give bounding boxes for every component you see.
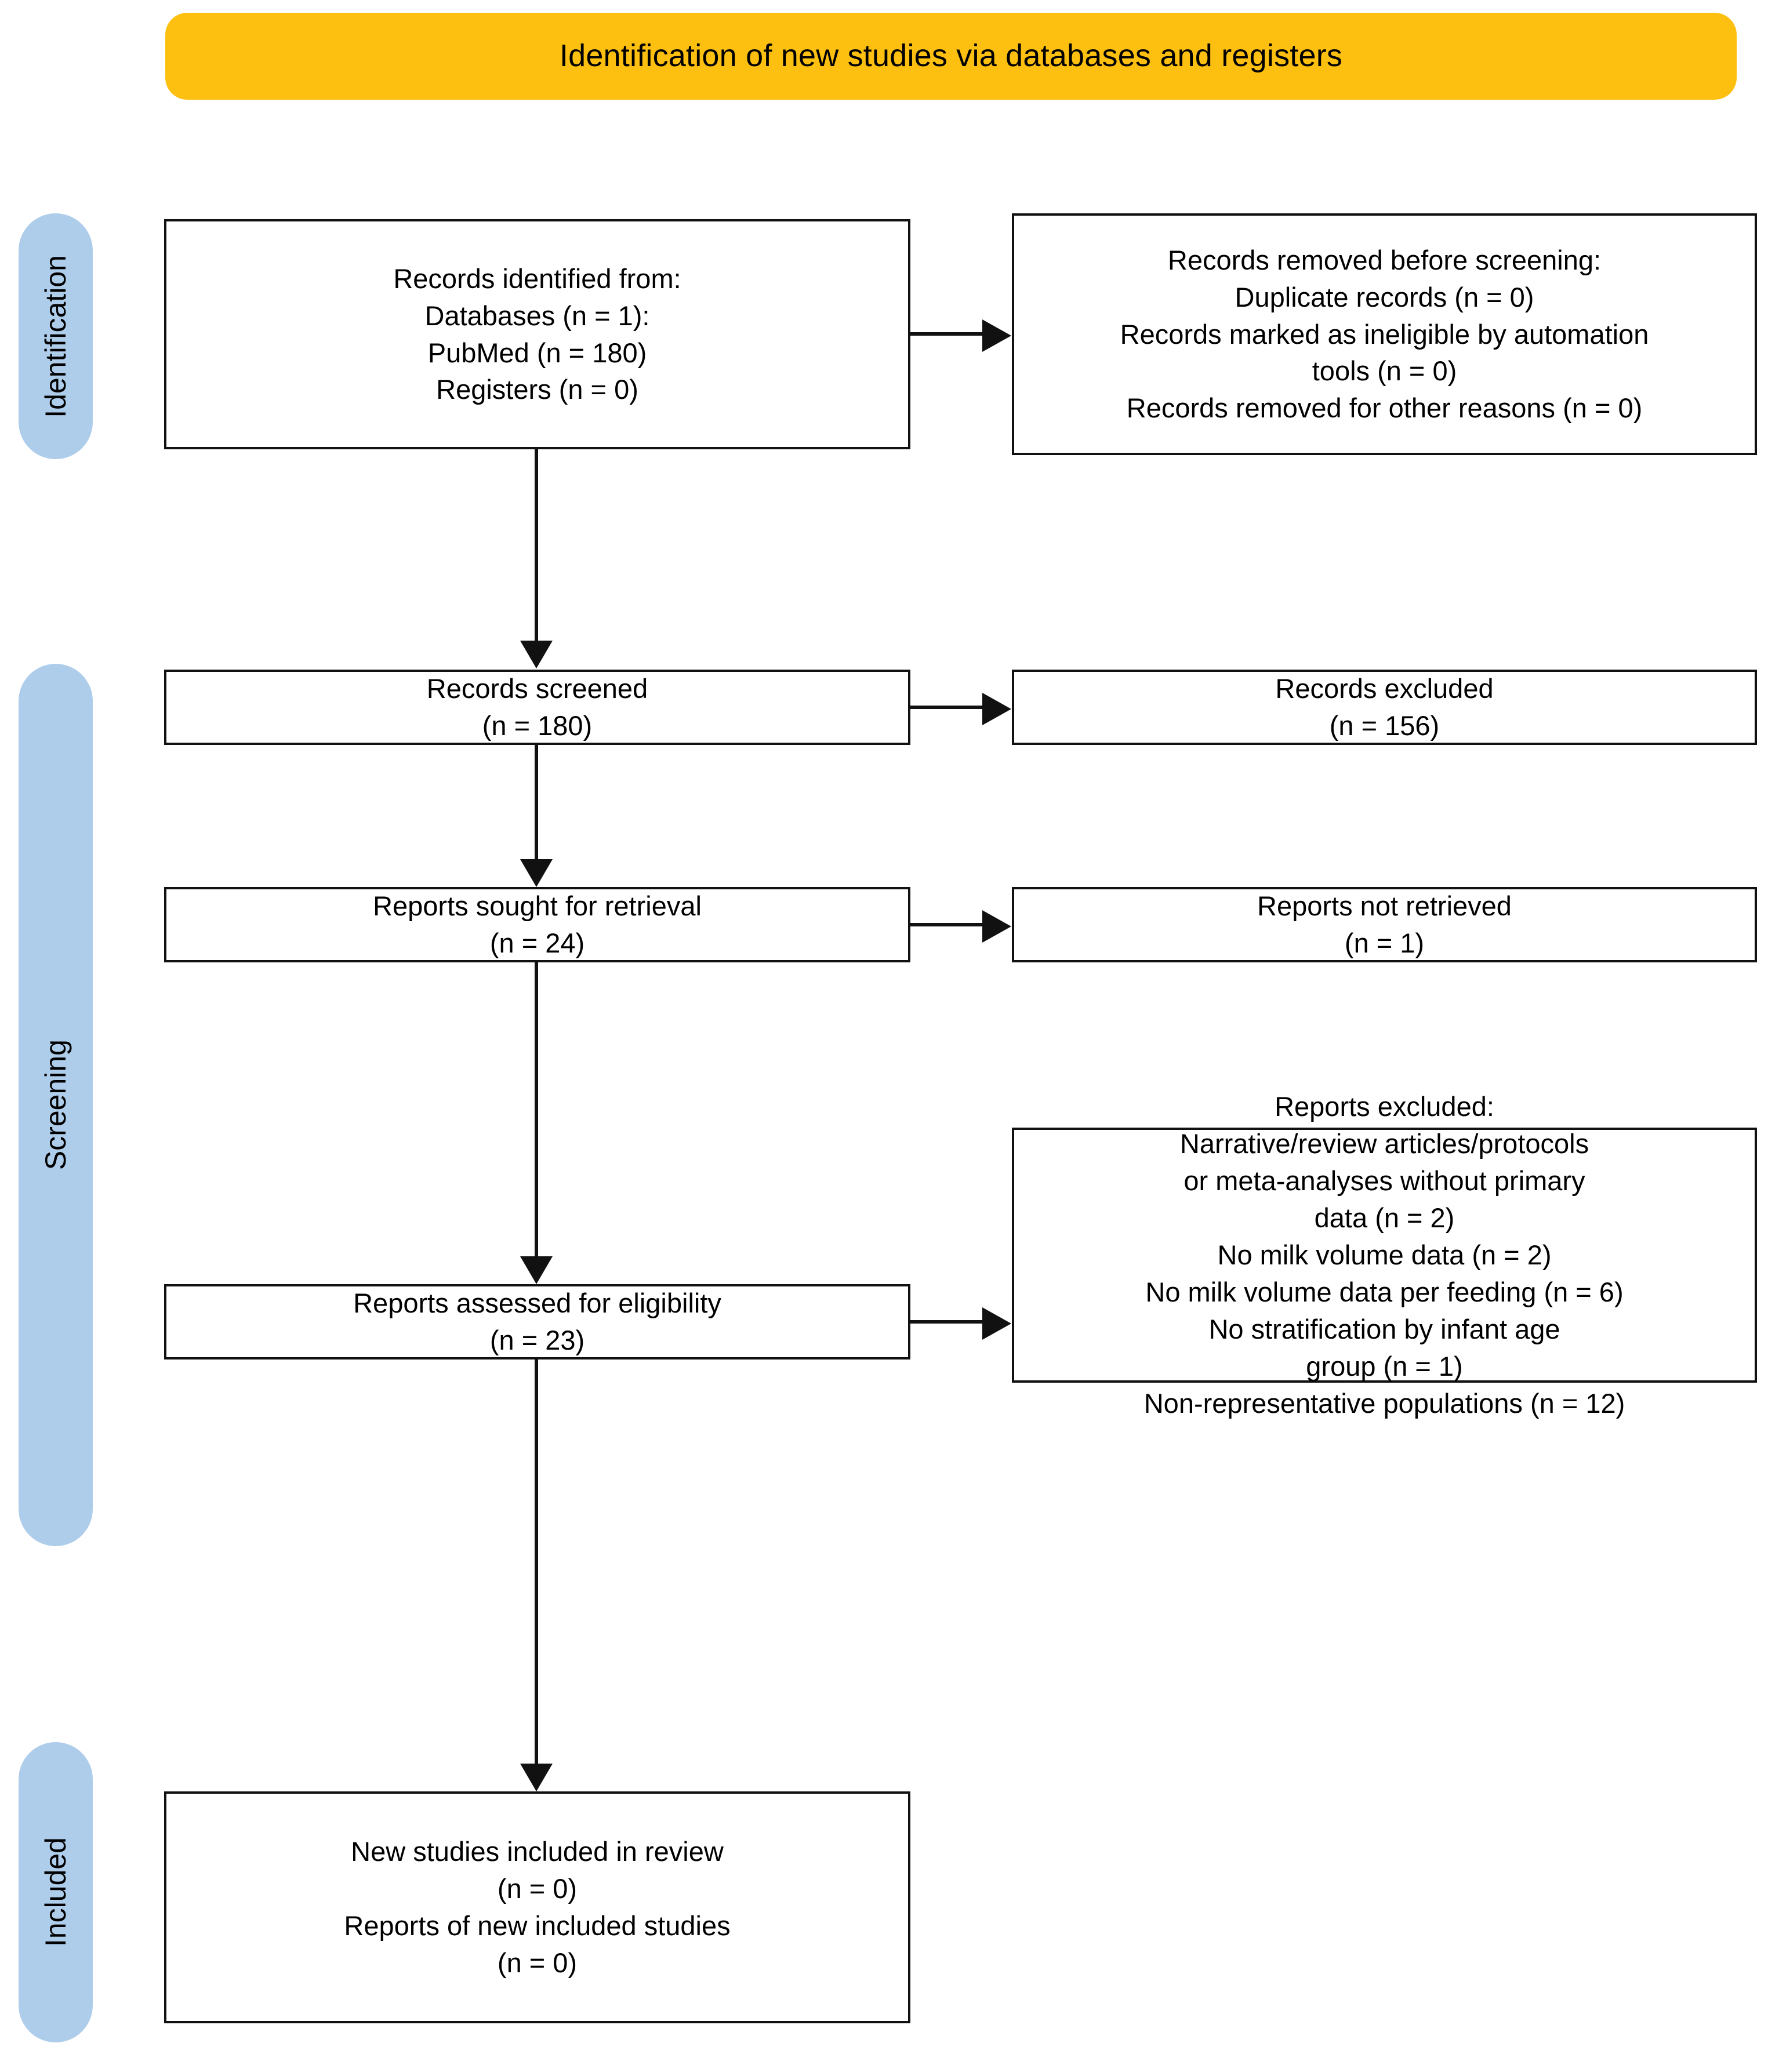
box-line: Reports sought for retrieval	[373, 890, 702, 922]
box-line: No milk volume data per feeding (n = 6)	[1145, 1276, 1624, 1307]
box-line: (n = 156)	[1329, 710, 1440, 741]
box-reports-not-retrieved: Reports not retrieved (n = 1)	[1012, 887, 1757, 962]
arrowhead-right-icon	[982, 1307, 1011, 1340]
box-line: Non-representative populations (n = 12)	[1143, 1387, 1625, 1419]
box-records-screened: Records screened (n = 180)	[164, 670, 910, 745]
box-line: Records removed for other reasons (n = 0…	[1126, 392, 1643, 424]
box-line: tools (n = 0)	[1312, 355, 1457, 387]
stage-label-screening-text: Screening	[39, 1039, 72, 1171]
arrowhead-down-icon	[520, 1764, 553, 1791]
box-line: (n = 0)	[497, 1947, 578, 1978]
box-line: (n = 0)	[497, 1873, 578, 1904]
box-reports-excluded: Reports excluded: Narrative/review artic…	[1012, 1091, 1757, 1419]
diagram-title: Identification of new studies via databa…	[559, 38, 1343, 74]
box-line: Reports of new included studies	[344, 1910, 731, 1941]
box-line: Reports assessed for eligibility	[353, 1288, 721, 1319]
box-line: Reports not retrieved	[1257, 890, 1512, 922]
connector-identified-to-screened	[535, 449, 538, 641]
stage-label-identification-text: Identification	[39, 255, 72, 418]
connector-sought-to-not-retrieved	[910, 923, 987, 926]
arrowhead-down-icon	[520, 859, 553, 887]
box-line: Narrative/review articles/protocols	[1179, 1128, 1589, 1159]
box-line: group (n = 1)	[1306, 1350, 1463, 1382]
box-records-removed-before-screening: Records removed before screening: Duplic…	[1012, 213, 1757, 455]
stage-label-included: Included	[19, 1742, 93, 2042]
arrowhead-right-icon	[982, 693, 1011, 725]
connector-eligibility-to-included	[535, 1359, 538, 1764]
box-line: (n = 24)	[489, 928, 585, 958]
arrowhead-right-icon	[982, 319, 1011, 352]
box-line: Records screened	[426, 673, 648, 704]
box-line: data (n = 2)	[1314, 1202, 1455, 1234]
box-line: Databases (n = 1):	[424, 300, 650, 331]
box-reports-assessed-for-eligibility: Reports assessed for eligibility (n = 23…	[164, 1284, 910, 1359]
stage-label-identification: Identification	[19, 213, 93, 459]
box-reports-sought-for-retrieval: Reports sought for retrieval (n = 24)	[164, 887, 910, 962]
box-line: (n = 180)	[482, 710, 593, 741]
box-line: Records marked as ineligible by automati…	[1120, 318, 1649, 350]
box-line: or meta-analyses without primary	[1183, 1165, 1585, 1197]
box-line: No milk volume data (n = 2)	[1217, 1239, 1552, 1271]
box-line: Duplicate records (n = 0)	[1235, 281, 1534, 312]
connector-screened-to-excluded	[910, 706, 987, 709]
connector-identified-to-removed	[910, 332, 987, 336]
box-line: No stratification by infant age	[1208, 1313, 1560, 1344]
box-line: Registers (n = 0)	[436, 374, 638, 405]
arrowhead-down-icon	[520, 641, 553, 668]
box-line: New studies included in review	[351, 1836, 724, 1867]
box-line: Records removed before screening:	[1167, 244, 1602, 275]
box-line: (n = 23)	[489, 1325, 585, 1355]
box-line: Records excluded	[1275, 673, 1494, 704]
diagram-header-banner: Identification of new studies via databa…	[165, 13, 1737, 100]
connector-sought-to-eligibility	[535, 962, 538, 1256]
box-line: (n = 1)	[1344, 928, 1425, 958]
connector-screened-to-sought	[535, 745, 538, 859]
stage-label-included-text: Included	[39, 1837, 72, 1947]
box-line: PubMed (n = 180)	[427, 337, 647, 368]
box-line: Records identified from:	[393, 263, 681, 294]
box-records-excluded: Records excluded (n = 156)	[1012, 670, 1757, 745]
box-line: Reports excluded:	[1275, 1091, 1494, 1122]
arrowhead-right-icon	[982, 910, 1011, 943]
connector-eligibility-to-reports-excluded	[910, 1320, 987, 1324]
arrowhead-down-icon	[520, 1256, 553, 1284]
box-records-identified: Records identified from: Databases (n = …	[164, 219, 910, 449]
stage-label-screening: Screening	[19, 664, 93, 1546]
box-new-studies-included: New studies included in review (n = 0) R…	[164, 1791, 910, 2023]
